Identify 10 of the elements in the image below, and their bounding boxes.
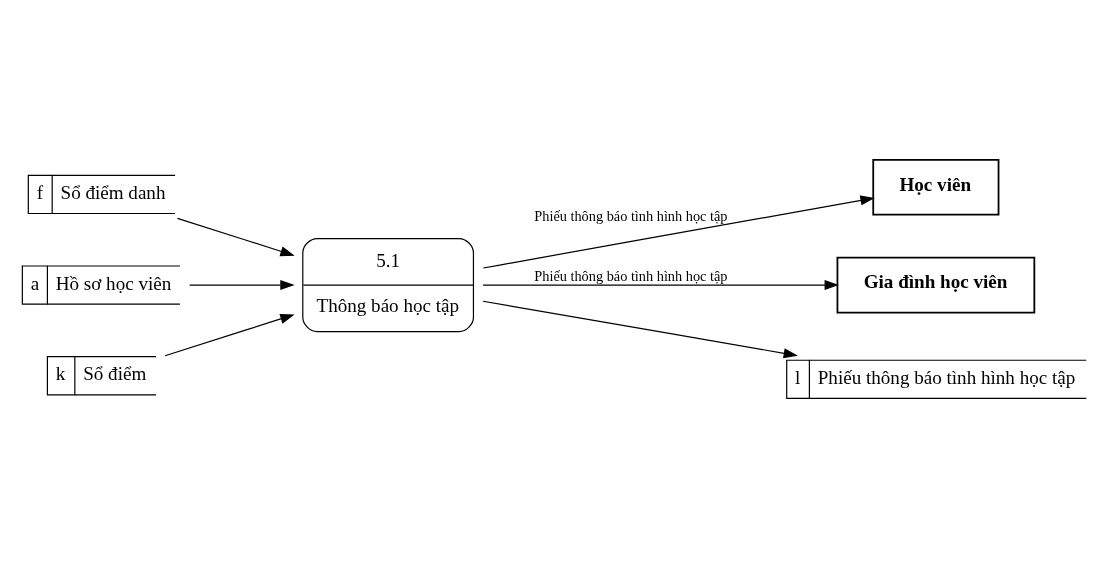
- arrow: [482, 300, 798, 359]
- arrow: [189, 280, 295, 291]
- arrow: [176, 217, 295, 257]
- arrow: [164, 314, 295, 357]
- edge-label: Phiếu thông báo tình hình học tập: [534, 208, 728, 225]
- node-box: Gia đình học viên: [836, 256, 1036, 314]
- edge-label: Phiếu thông báo tình hình học tập: [534, 268, 728, 285]
- arrow: [482, 280, 839, 291]
- arrow: [482, 195, 875, 269]
- node-box: Học viên: [872, 158, 1000, 216]
